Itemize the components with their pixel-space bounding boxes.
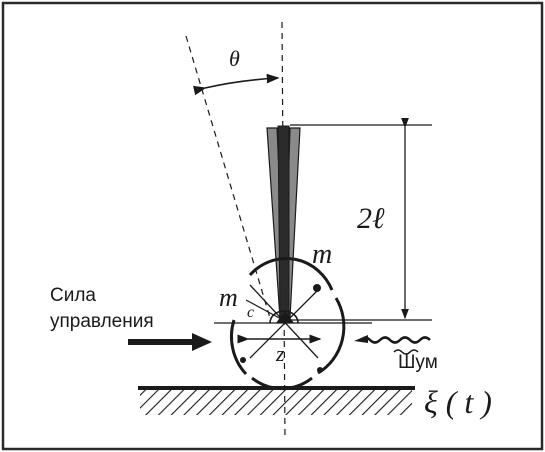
tilted-axis [185, 35, 271, 319]
mass-top-label: m [312, 239, 332, 270]
mass-side-label: m [219, 283, 238, 312]
mass-sub-label: c [247, 304, 254, 321]
radius-line [245, 299, 284, 321]
length-dimension [290, 117, 432, 321]
control-force-label-line2: управления [50, 311, 154, 332]
noise-label: Шум [398, 352, 438, 373]
ground [138, 386, 415, 415]
pendulum-rod [266, 125, 301, 319]
length-label: 2ℓ [357, 202, 385, 235]
ground-signal-label: ξ ( t ) [424, 384, 492, 420]
theta-arc [193, 73, 280, 96]
displacement-label: z [275, 341, 285, 366]
wheel [214, 257, 372, 391]
noise-arrow [354, 335, 431, 355]
control-force-arrow [128, 333, 212, 351]
theta-label: θ [229, 46, 240, 71]
control-force-label-line1: Сила [50, 285, 96, 306]
